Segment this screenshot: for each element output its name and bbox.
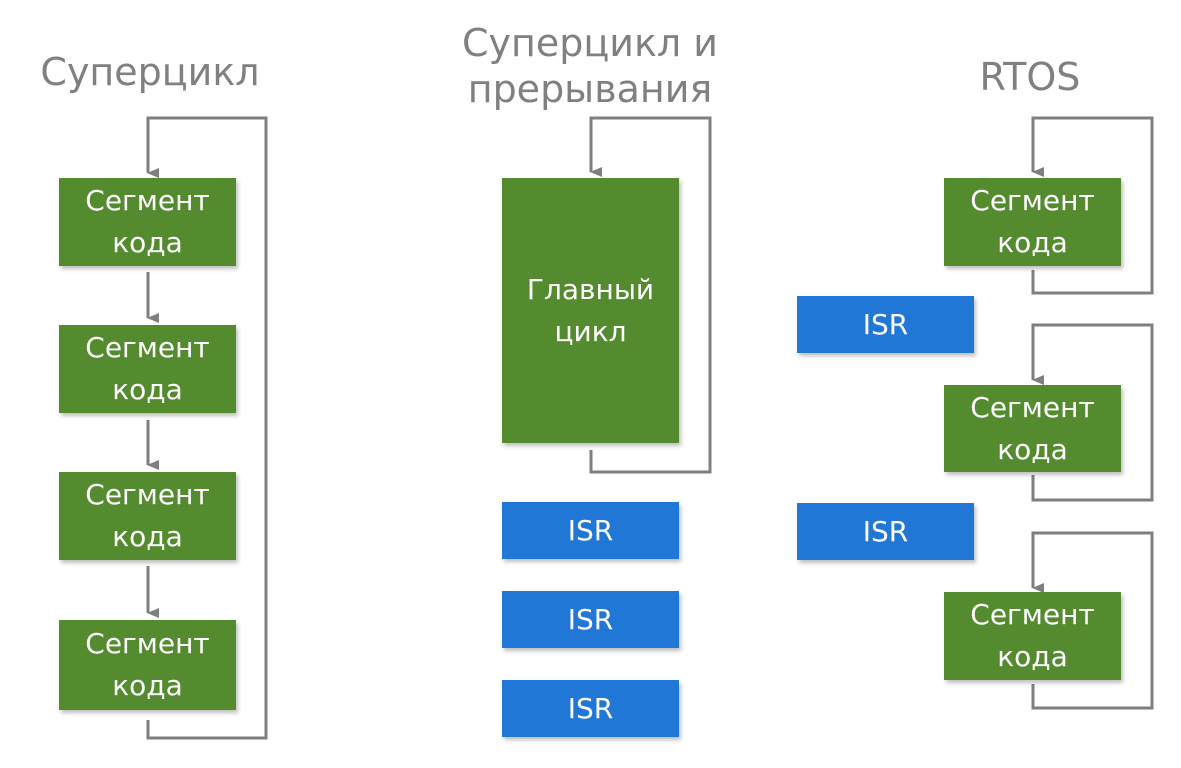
segment-label: Сегмент <box>85 331 210 364</box>
rtos-segment-3: Сегмент кода <box>944 592 1121 680</box>
superloop-segment-3: Сегмент кода <box>59 472 236 560</box>
segment-label: кода <box>997 640 1068 673</box>
main-loop-feedback-line <box>589 116 712 474</box>
segment-label: Сегмент <box>970 390 1095 424</box>
segment-label: кода <box>112 669 183 702</box>
isr-label: ISR <box>567 602 614 636</box>
title-line: Суперцикл и <box>462 21 718 65</box>
segment-label: кода <box>997 226 1068 259</box>
rtos-segment-2: Сегмент кода <box>944 385 1121 472</box>
superloop-title: Суперцикл <box>40 50 260 94</box>
rtos-isr-2: ISR <box>797 503 974 560</box>
isr-label: ISR <box>567 513 614 547</box>
segment-label: кода <box>112 520 183 553</box>
title-line: прерывания <box>467 67 713 112</box>
segment-label: Сегмент <box>85 478 210 511</box>
segment-label: Сегмент <box>85 184 210 217</box>
isr-label: ISR <box>567 691 614 725</box>
rtos-title: RTOS <box>979 55 1081 99</box>
superloop-segment-4: Сегмент кода <box>59 620 236 710</box>
rtos-segment-1: Сегмент кода <box>944 178 1121 266</box>
segment-label: кода <box>112 373 183 406</box>
superloop-segment-1: Сегмент кода <box>59 178 236 266</box>
segment-label: кода <box>997 432 1068 466</box>
superloop-segment-2: Сегмент кода <box>59 325 236 413</box>
isr-block: ISR <box>502 680 679 737</box>
main-loop-block: Главный цикл <box>502 178 679 443</box>
rtos-task2-loop-line <box>1031 323 1154 502</box>
superloop-feedback-line <box>146 116 268 740</box>
segment-label: Сегмент <box>970 184 1095 217</box>
isr-block: ISR <box>502 502 679 559</box>
rtos-isr-1: ISR <box>797 296 974 353</box>
segment-label: Сегмент <box>85 627 210 660</box>
isr-label: ISR <box>862 307 909 341</box>
segment-label: кода <box>112 226 183 259</box>
segment-label: Сегмент <box>970 598 1095 631</box>
rtos-task1-loop-line <box>1031 116 1154 295</box>
rtos-task3-loop-line <box>1031 531 1154 710</box>
isr-block: ISR <box>502 591 679 648</box>
main-loop-label: цикл <box>554 314 627 348</box>
superloop-interrupts-title: Суперцикл и прерывания <box>430 20 750 113</box>
main-loop-label: Главный <box>526 272 655 306</box>
isr-label: ISR <box>862 514 909 548</box>
